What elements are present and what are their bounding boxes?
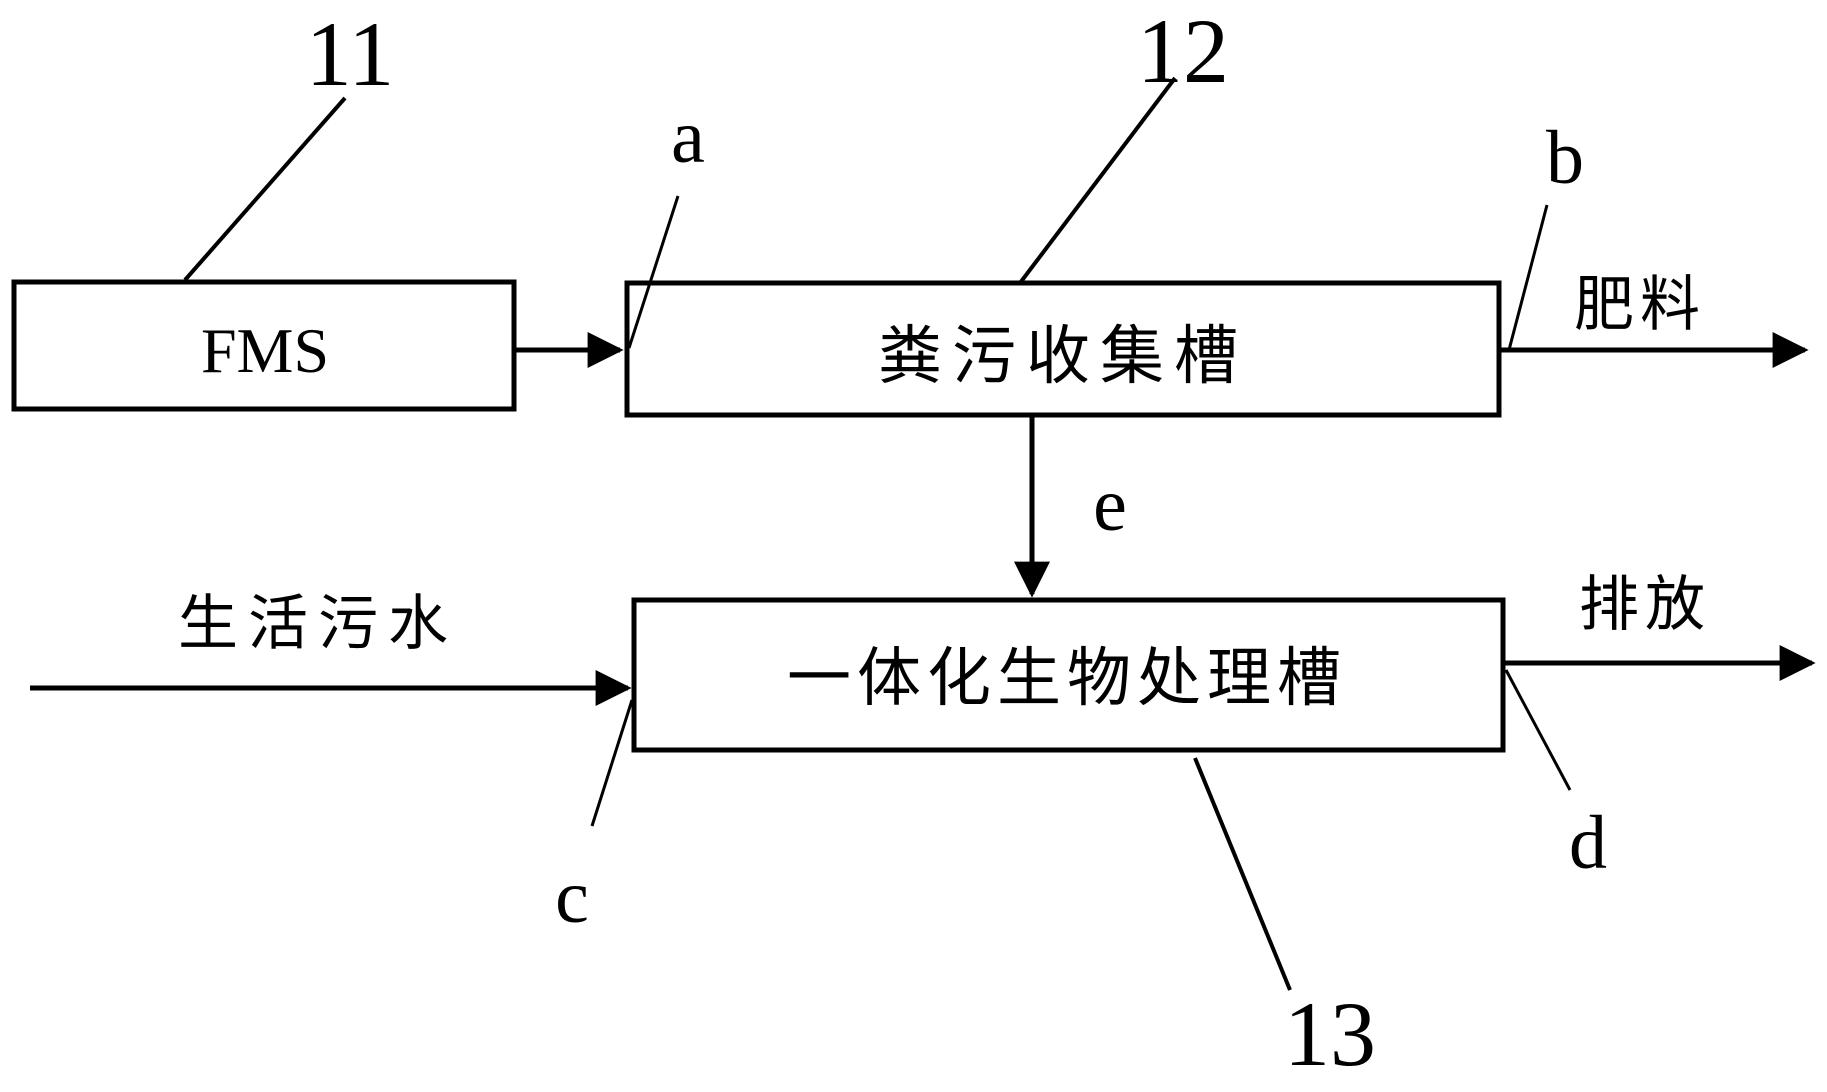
port-label-d: d [1569, 801, 1607, 885]
leader-line-13 [1193, 757, 1292, 991]
bio-treatment-tank-box [631, 597, 1506, 753]
port-label-a: a [671, 95, 705, 179]
fms-box [11, 279, 517, 412]
port-label-c: c [555, 855, 589, 939]
leader-line-11 [183, 96, 347, 282]
collection-tank-label: 粪污收集槽 [878, 320, 1248, 394]
discharge-label: 排放 [1579, 570, 1711, 640]
ref-numeral-12: 12 [1137, 0, 1229, 102]
leader-line-d [1504, 669, 1572, 791]
ref-numeral-13: 13 [1284, 983, 1376, 1085]
fertilizer-label: 肥料 [1574, 270, 1706, 340]
domestic-sewage-label: 生活污水 [178, 589, 458, 659]
leader-line-b [1507, 204, 1549, 351]
port-label-e: e [1093, 463, 1127, 547]
leader-line-a [627, 195, 680, 349]
port-label-b: b [1546, 116, 1584, 200]
ref-numeral-11: 11 [306, 3, 395, 105]
leader-line-c [590, 699, 634, 827]
fms-label: FMS [201, 315, 329, 386]
bio-treatment-tank-label: 一体化生物处理槽 [787, 642, 1347, 716]
collection-tank-box [624, 280, 1502, 418]
leader-line-12 [1018, 76, 1177, 285]
